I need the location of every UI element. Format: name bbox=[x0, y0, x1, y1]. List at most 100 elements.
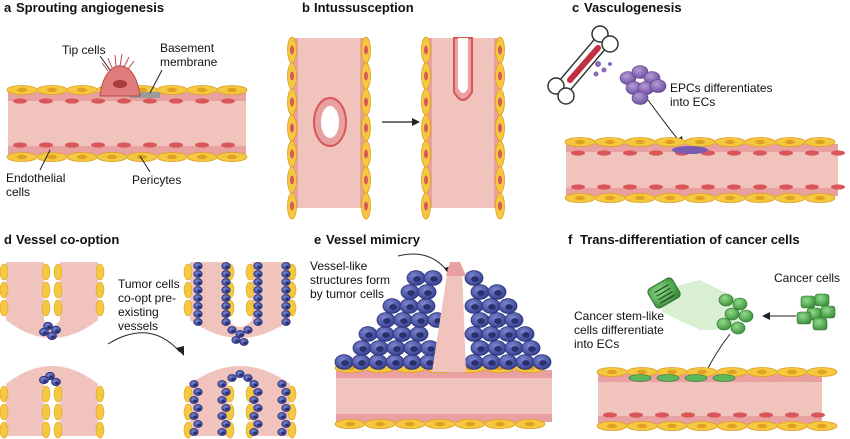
tumor-cell-nucleus bbox=[285, 423, 289, 427]
endothelial-cell bbox=[13, 142, 27, 148]
endothelial-nucleus bbox=[498, 201, 502, 211]
vessel-f-bottom-pericytes bbox=[596, 421, 838, 431]
tumor-cell-nucleus bbox=[471, 276, 479, 282]
endothelial-cell bbox=[597, 150, 611, 156]
endothelial-cell bbox=[805, 150, 819, 156]
endothelial-cell bbox=[571, 184, 585, 190]
pericyte-nucleus bbox=[815, 139, 825, 145]
integrated-epc bbox=[672, 146, 708, 154]
pericyte-nucleus bbox=[697, 423, 707, 429]
tumor-cell-nucleus bbox=[197, 407, 201, 411]
vessel-f bbox=[596, 367, 838, 431]
tumor-cell-nucleus bbox=[471, 360, 479, 366]
endothelial-cell bbox=[649, 150, 663, 156]
pericyte bbox=[95, 299, 105, 317]
tumor-cell-nucleus bbox=[365, 332, 373, 338]
leader-basement bbox=[149, 69, 163, 94]
panel-f: f Trans-differentiation of cancer cells … bbox=[568, 232, 840, 431]
label-endothelial-1: Endothelial bbox=[6, 171, 65, 185]
endothelial-cell bbox=[597, 184, 611, 190]
pericyte-nucleus bbox=[167, 154, 177, 160]
endothelial-cell bbox=[753, 184, 767, 190]
tumor-cell-nucleus bbox=[494, 290, 502, 296]
label-tumor-4: vessels bbox=[118, 319, 158, 333]
vessel-b-before bbox=[287, 36, 371, 220]
septum-core bbox=[458, 38, 468, 93]
tumor-cell-nucleus bbox=[281, 431, 285, 435]
pericyte-nucleus bbox=[77, 87, 87, 93]
pericyte-nucleus bbox=[755, 195, 765, 201]
tumor-cell-nucleus bbox=[243, 341, 247, 345]
tumor-cell-nucleus bbox=[197, 305, 201, 309]
tumor-cell-nucleus bbox=[225, 391, 229, 395]
tumor-cell-nucleus bbox=[231, 377, 235, 381]
cancer-cell-cluster bbox=[796, 293, 836, 331]
tumor-cell-nucleus bbox=[197, 281, 201, 285]
tumor-cell-nucleus bbox=[225, 313, 229, 317]
tumor-cell-nucleus bbox=[231, 329, 235, 333]
tumor-cell-nucleus bbox=[197, 297, 201, 301]
tumor-cell-nucleus bbox=[225, 265, 229, 269]
vessel-d2-lower bbox=[190, 366, 290, 436]
vessel-a-bottom-pericytes bbox=[6, 152, 248, 162]
tumor-cell-nucleus bbox=[400, 318, 408, 324]
tumor-cell-nucleus bbox=[539, 360, 547, 366]
pericyte-nucleus bbox=[405, 421, 415, 427]
endothelial-cell bbox=[39, 98, 53, 104]
panel-f-title: Trans-differentiation of cancer cells bbox=[580, 232, 800, 247]
pericyte bbox=[41, 263, 51, 281]
pericyte-nucleus bbox=[605, 139, 615, 145]
vessel-a-top-endothelial-cells bbox=[13, 98, 235, 104]
pericyte bbox=[41, 299, 51, 317]
pericyte bbox=[95, 385, 105, 403]
panel-c-title: Vasculogenesis bbox=[584, 0, 682, 15]
vessel-d2-tumor-cells bbox=[189, 262, 291, 436]
vessel-c-lumen bbox=[566, 152, 838, 188]
tumor-cell-nucleus bbox=[285, 297, 289, 301]
pericyte bbox=[95, 403, 105, 421]
pericyte-nucleus bbox=[375, 421, 385, 427]
vessel-a-top-pericytes bbox=[6, 85, 248, 95]
tumor-cell-nucleus bbox=[281, 415, 285, 419]
tumor-cell-nucleus bbox=[221, 399, 225, 403]
tumor-cell-nucleus bbox=[389, 304, 397, 310]
pericyte-nucleus bbox=[635, 139, 645, 145]
pericyte-nucleus bbox=[197, 87, 207, 93]
pericyte-nucleus bbox=[227, 154, 237, 160]
vessel-b-after bbox=[421, 36, 505, 220]
vessel-d1-tumor-cells bbox=[39, 321, 61, 387]
panel-a-title: Sprouting angiogenesis bbox=[16, 0, 164, 15]
pericyte bbox=[53, 421, 63, 439]
tumor-cell-nucleus bbox=[253, 399, 257, 403]
tumor-cell-nucleus bbox=[225, 281, 229, 285]
pericyte bbox=[183, 263, 193, 281]
tumor-cell-nucleus bbox=[55, 329, 59, 333]
pericyte bbox=[0, 299, 9, 317]
tumor-cell-nucleus bbox=[257, 281, 261, 285]
cancer-derived-ec bbox=[628, 374, 652, 382]
endothelial-cell bbox=[117, 98, 131, 104]
stem-like-cell bbox=[716, 317, 732, 331]
endothelial-nucleus bbox=[424, 97, 428, 107]
endothelial-cell bbox=[675, 184, 689, 190]
vessel-c-bottom-endothelial-cells bbox=[571, 184, 845, 190]
tumor-cell-nucleus bbox=[285, 321, 289, 325]
tumor-cell-nucleus bbox=[221, 431, 225, 435]
tumor-cell-nucleus bbox=[225, 273, 229, 277]
tumor-cell-nucleus bbox=[193, 415, 197, 419]
tumor-cell-nucleus bbox=[49, 375, 53, 379]
pericyte-nucleus bbox=[757, 369, 767, 375]
tumor-cell-nucleus bbox=[257, 273, 261, 277]
epc-cell bbox=[631, 91, 649, 105]
tumor-cell-nucleus bbox=[257, 289, 261, 293]
tumor-cell-nucleus bbox=[382, 332, 390, 338]
endothelial-cell bbox=[603, 412, 617, 418]
pericyte-nucleus bbox=[695, 139, 705, 145]
tumor-cell-nucleus bbox=[285, 305, 289, 309]
vessel-d-after bbox=[183, 262, 297, 439]
tumor-cell-nucleus bbox=[341, 360, 349, 366]
label-tumor-3: existing bbox=[118, 305, 159, 319]
tumor-cell-nucleus bbox=[358, 360, 366, 366]
endothelial-cell bbox=[727, 184, 741, 190]
pericyte-nucleus bbox=[697, 369, 707, 375]
